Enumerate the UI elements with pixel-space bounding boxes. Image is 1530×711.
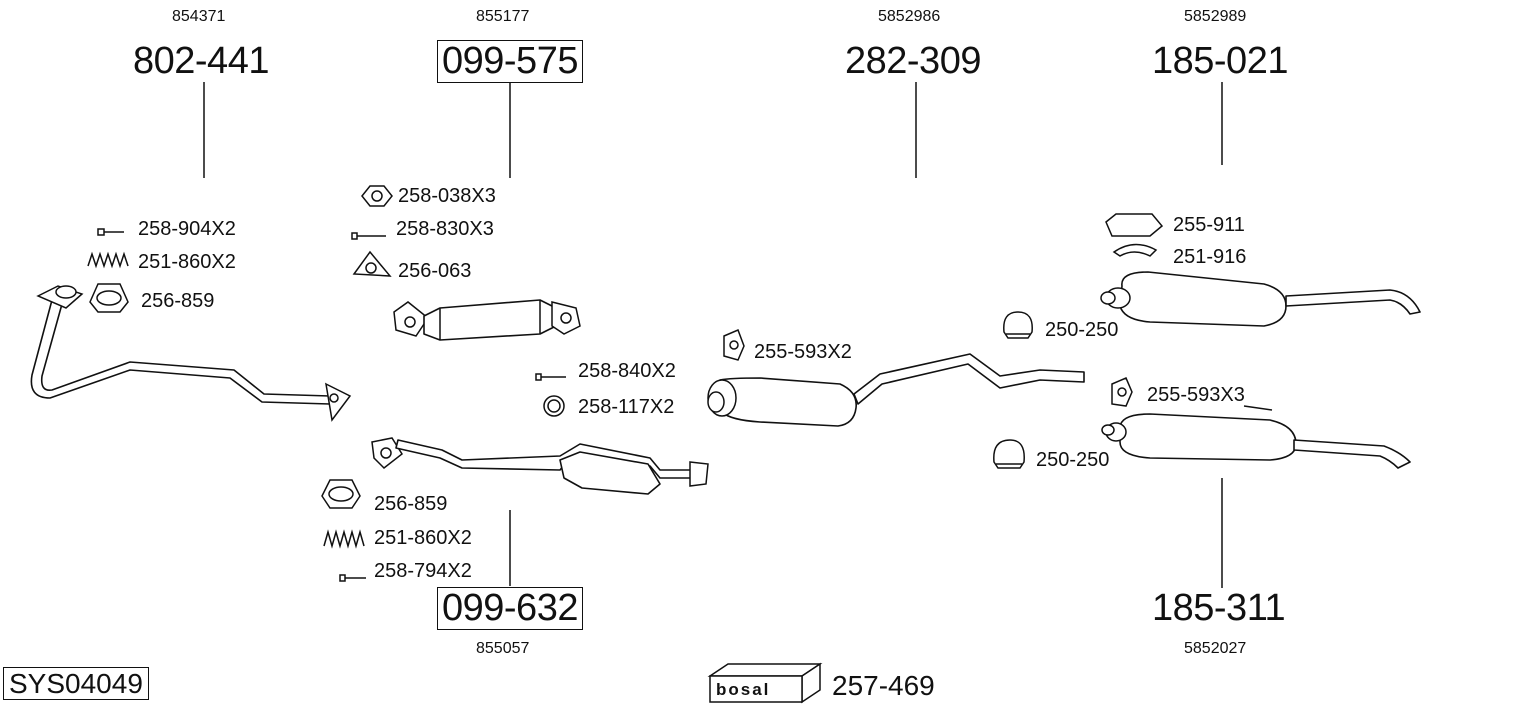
- oe-number-099-575: 855177: [476, 8, 530, 25]
- accessory-label[interactable]: 251-860X2: [374, 527, 472, 549]
- accessory-label[interactable]: 251-916: [1173, 246, 1247, 268]
- catalytic-converter-upper-drawing[interactable]: [393, 299, 581, 341]
- rear-silencer-lower-drawing[interactable]: [1101, 405, 1411, 469]
- rear-silencer-upper-drawing[interactable]: [1100, 213, 1421, 327]
- nut-icon: [361, 185, 393, 207]
- accessory-label[interactable]: 255-593X2: [754, 341, 852, 363]
- bolt-icon: [535, 373, 566, 381]
- oe-number-185-311: 5852027: [1184, 640, 1247, 657]
- accessory-label[interactable]: 256-859: [141, 290, 215, 312]
- brand-item-number[interactable]: 257-469: [832, 670, 935, 701]
- leader-lines: [203, 82, 1223, 588]
- accessory-label[interactable]: 258-904X2: [138, 218, 236, 240]
- bolt-icon: [97, 228, 124, 236]
- accessory-label[interactable]: 256-859: [374, 493, 448, 515]
- part-number-185-021[interactable]: 185-021: [1152, 40, 1288, 82]
- rubber-hanger-icon: [1111, 377, 1133, 407]
- spring-icon: [323, 529, 365, 549]
- u-clamp-icon: [993, 439, 1025, 469]
- accessory-label[interactable]: 250-250: [1045, 319, 1119, 341]
- oe-number-185-021: 5852989: [1184, 8, 1247, 25]
- accessory-label[interactable]: 258-830X3: [396, 218, 494, 240]
- hardware-icons: [87, 185, 1133, 582]
- bolt-icon: [339, 574, 366, 582]
- flange-gasket-icon: [352, 250, 392, 277]
- part-number-185-311[interactable]: 185-311: [1152, 587, 1286, 629]
- catalytic-converter-lower-drawing[interactable]: [371, 437, 709, 495]
- part-number-802-441[interactable]: 802-441: [133, 40, 269, 82]
- u-clamp-icon: [1003, 311, 1033, 339]
- gasket-ring-icon: [321, 479, 361, 509]
- bosal-logo-box: [707, 662, 823, 704]
- rubber-hanger-icon: [723, 329, 745, 361]
- part-number-282-309[interactable]: 282-309: [845, 40, 981, 82]
- gasket-ring-icon: [89, 283, 129, 313]
- part-number-099-632[interactable]: 099-632: [437, 587, 583, 630]
- part-number-099-575[interactable]: 099-575: [437, 40, 583, 83]
- accessory-label[interactable]: 258-840X2: [578, 360, 676, 382]
- seal-ring-icon: [543, 395, 565, 417]
- bolt-icon: [351, 232, 386, 240]
- accessory-label[interactable]: 258-117X2: [578, 396, 675, 418]
- oe-number-802-441: 854371: [172, 8, 226, 25]
- spring-icon: [87, 251, 129, 269]
- bosal-logo-text: bosal: [716, 680, 771, 699]
- oe-number-282-309: 5852986: [878, 8, 941, 25]
- accessory-label[interactable]: 258-794X2: [374, 560, 472, 582]
- accessory-label[interactable]: 258-038X3: [398, 185, 496, 207]
- accessory-label[interactable]: 251-860X2: [138, 251, 236, 273]
- middle-silencer-drawing[interactable]: [707, 353, 1085, 427]
- accessory-label[interactable]: 255-593X3: [1147, 384, 1245, 406]
- oe-number-099-632: 855057: [476, 640, 530, 657]
- front-pipe-drawing[interactable]: [30, 285, 352, 422]
- accessory-label[interactable]: 250-250: [1036, 449, 1110, 471]
- accessory-label[interactable]: 255-911: [1173, 214, 1245, 236]
- accessory-label[interactable]: 256-063: [398, 260, 472, 282]
- system-code: SYS04049: [3, 667, 149, 700]
